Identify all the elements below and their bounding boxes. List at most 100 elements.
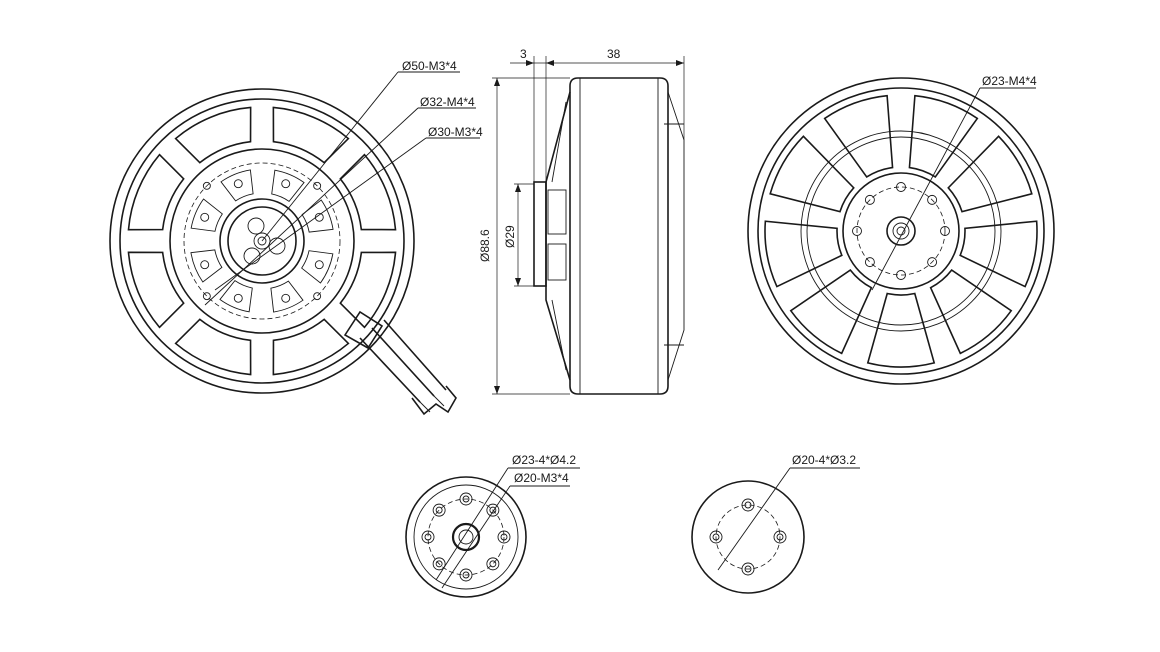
front-hole-outer	[313, 181, 322, 190]
front-hole-outer	[202, 292, 211, 301]
front-hole-outer	[202, 181, 211, 190]
adapter2-bolt-circle	[715, 504, 781, 570]
label-rear-d23: Ø23-M4*4	[982, 74, 1037, 88]
rear-view: Ø23-M4*4	[747, 74, 1055, 385]
adapter1-hole-inner	[489, 506, 497, 514]
front-hole	[281, 179, 291, 189]
rear-window	[866, 292, 936, 368]
rear-hole	[852, 226, 862, 236]
rear-stator-ring	[800, 130, 1002, 332]
front-hole	[233, 293, 243, 303]
front-motor-leads	[343, 310, 457, 416]
front-window	[174, 106, 252, 164]
mount-adapter-view-2: Ø20-4*Ø3.2	[691, 453, 860, 594]
label-adapter1-b: Ø20-M3*4	[514, 471, 569, 485]
adapter1-hole	[486, 557, 500, 571]
adapter1-center	[451, 522, 481, 552]
rear-window	[823, 94, 894, 179]
adapter1-hole	[432, 503, 446, 517]
front-outer-rim	[109, 88, 415, 394]
adapter1-hole	[497, 530, 511, 544]
rear-hole	[896, 270, 906, 280]
front-window	[174, 318, 252, 376]
front-pocket	[301, 199, 334, 233]
rear-hole	[940, 226, 950, 236]
front-lobe-2	[243, 247, 261, 265]
front-window	[127, 251, 185, 329]
rear-hole	[896, 182, 906, 192]
front-window	[272, 318, 350, 376]
rear-window	[929, 268, 1013, 355]
adapter1-bolt-circle	[427, 498, 505, 576]
label-front-d30: Ø30-M3*4	[428, 125, 483, 139]
front-hole-outer	[313, 292, 322, 301]
adapter1-hole-inner	[489, 560, 497, 568]
label-front-d50: Ø50-M3*4	[402, 59, 457, 73]
front-pocket	[270, 280, 304, 313]
front-hole	[314, 260, 324, 270]
front-view: Ø50-M3*4 Ø32-M4*4 Ø30-M3*4	[109, 59, 483, 416]
front-pocket	[220, 169, 254, 202]
adapter1-hole-inner	[424, 533, 432, 541]
label-adapter1-a: Ø23-4*Ø4.2	[512, 453, 576, 467]
rear-shaft-boss	[886, 216, 916, 246]
front-shaft-core	[257, 236, 267, 246]
adapter1-hole-inner	[462, 495, 470, 503]
adapter2-hole	[773, 530, 787, 544]
front-hole	[281, 293, 291, 303]
front-hole	[200, 260, 210, 270]
adapter1-hole-inner	[435, 560, 443, 568]
rear-window	[769, 135, 855, 213]
front-pocket	[219, 280, 253, 313]
front-pocket	[190, 249, 223, 283]
rear-window	[947, 135, 1033, 213]
label-side-d886: Ø88.6	[478, 229, 492, 262]
rear-inner-rim	[757, 87, 1045, 375]
front-lobe-1	[268, 237, 286, 255]
side-stator-flank	[545, 91, 571, 381]
front-inner-pockets	[190, 169, 334, 313]
front-lobe-3	[247, 217, 265, 235]
rear-outer-rim	[747, 77, 1055, 385]
adapter1-hole	[459, 568, 473, 582]
front-mount-holes	[200, 179, 324, 303]
rear-hole	[864, 257, 875, 268]
front-center-boss-inner	[227, 206, 297, 276]
front-window	[339, 251, 397, 329]
adapter1-hole-inner	[435, 506, 443, 514]
rear-shaft	[892, 222, 910, 240]
front-pocket	[271, 169, 305, 202]
rear-hole	[864, 194, 875, 205]
label-side-d29: Ø29	[503, 225, 517, 248]
front-hub-ring	[169, 148, 355, 334]
front-hole	[233, 179, 243, 189]
side-rotor-body	[569, 77, 669, 395]
rear-window	[789, 268, 873, 355]
rear-spoke-windows	[764, 94, 1038, 368]
rear-window	[764, 220, 843, 288]
adapter2-outer	[691, 480, 805, 594]
front-hole	[200, 212, 210, 222]
front-window	[127, 153, 185, 231]
adapter2-hole	[741, 498, 755, 512]
rear-window	[908, 94, 979, 179]
rear-window	[959, 220, 1038, 288]
rear-bolt-circle	[856, 186, 946, 276]
adapter1-outer	[405, 476, 527, 598]
label-side-3: 3	[520, 47, 527, 61]
front-window	[272, 106, 350, 164]
adapter1-hole-inner	[500, 533, 508, 541]
rear-hole	[927, 257, 938, 268]
adapter2-holes	[709, 498, 787, 576]
rear-mount-holes	[852, 182, 950, 280]
adapter2-hole-inner	[776, 533, 784, 541]
front-window	[339, 153, 397, 231]
adapter2-hole-inner	[744, 565, 752, 573]
adapter2-hole	[709, 530, 723, 544]
side-rear-flank	[667, 91, 685, 381]
adapter1-hole	[421, 530, 435, 544]
adapter2-hole-inner	[744, 501, 752, 509]
adapter1-hole	[486, 503, 500, 517]
side-view: 3 38 Ø88.6 Ø29	[478, 47, 685, 395]
